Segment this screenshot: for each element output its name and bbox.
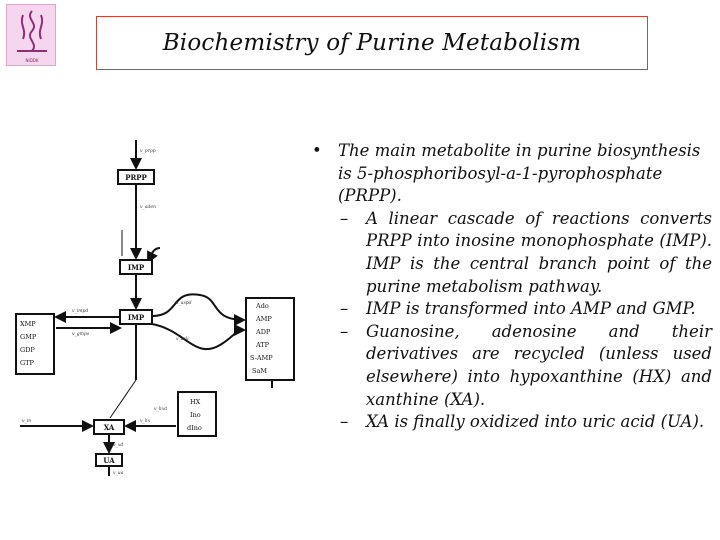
node-gmp: GMP: [20, 333, 37, 341]
flux-label: v_hxd: [154, 406, 167, 412]
university-logo: NIDDK: [6, 4, 56, 66]
dash-icon: –: [340, 208, 349, 228]
flux-label: v_xd: [113, 442, 123, 448]
node-gdp: GDP: [20, 346, 35, 354]
bullet-main: • The main metabolite in purine biosynth…: [312, 140, 712, 208]
sub-bullet-3: – Guanosine, adenosine and their derivat…: [312, 321, 712, 411]
bullet-icon: •: [312, 141, 322, 160]
dash-icon: –: [340, 299, 349, 319]
logo-caption: NIDDK: [25, 58, 39, 63]
node-atp: ATP: [255, 341, 270, 349]
purine-pathway-diagram: PRPP IMP IMP XA UA XMP GMP GDP GTP Ado A…: [15, 140, 295, 476]
text-em: hypoxanthine: [509, 366, 623, 386]
node-samp: S-AMP: [250, 354, 273, 362]
imp-top-label: IMP: [128, 263, 145, 272]
text-run: (: [655, 412, 668, 432]
dash-icon: –: [340, 412, 349, 432]
flux-label: v_ua: [113, 471, 124, 476]
text-run: (XA).: [438, 389, 486, 409]
text-em: uric acid: [582, 412, 656, 432]
dash-icon: –: [340, 321, 349, 341]
text-run: IMP is transformed into AMP and GMP.: [366, 299, 696, 319]
node-amp: AMP: [255, 315, 272, 323]
flux-label: v_asli: [176, 336, 189, 342]
flux-label: v_gmps: [72, 332, 90, 337]
text-run: Guanosine, adenosine and their derivativ…: [366, 321, 712, 386]
slide-body: • The main metabolite in purine biosynth…: [312, 140, 712, 434]
slide-title: Biochemistry of Purine Metabolism: [162, 30, 582, 56]
text-run: A linear cascade of reactions converts P…: [366, 208, 712, 251]
flux-label: v_impd: [72, 308, 88, 314]
text-em: UA: [667, 412, 693, 432]
node-hx: HX: [190, 398, 201, 406]
text-em: xanthine: [366, 389, 439, 409]
prpp-label: PRPP: [125, 173, 147, 182]
text-em: 5-phosphoribosyl-a-1-pyrophosphate: [357, 163, 663, 183]
imp-mid-label: IMP: [128, 313, 145, 322]
node-xmp: XMP: [20, 320, 36, 328]
text-run: (: [653, 231, 666, 251]
text-em: inosine monophosphate: [455, 231, 654, 251]
university-seal-icon: [17, 10, 47, 52]
text-run: (PRPP).: [338, 186, 402, 206]
title-box: Biochemistry of Purine Metabolism: [96, 16, 648, 70]
node-adp: ADP: [255, 328, 271, 336]
sub-bullet-1: – A linear cascade of reactions converts…: [312, 208, 712, 298]
xa-label: XA: [104, 423, 115, 432]
flux-label: v_aspd: [176, 300, 192, 306]
flux-label: v_in: [22, 418, 31, 424]
text-run: The main metabolite in purine biosynthes…: [338, 141, 701, 183]
text-em: IMP: [665, 231, 701, 251]
node-ino: Ino: [190, 411, 201, 419]
node-sam: SaM: [252, 367, 267, 375]
text-run: ). IMP is the central branch point of th…: [366, 231, 713, 296]
sub-bullet-4: – XA is finally oxidized into uric acid …: [312, 411, 712, 434]
node-dino: dIno: [187, 424, 202, 432]
ua-label: UA: [103, 456, 115, 465]
flux-label: v_hx: [140, 418, 151, 424]
sub-bullet-2: – IMP is transformed into AMP and GMP.: [312, 298, 712, 321]
node-gtp: GTP: [20, 359, 35, 367]
text-run: (HX) and: [622, 366, 712, 386]
flux-label: v_prpp: [140, 149, 156, 154]
text-run: ).: [692, 412, 705, 432]
node-ado: Ado: [255, 302, 269, 310]
text-run: XA is finally oxidized into: [366, 412, 583, 432]
flux-label: v_aden: [140, 204, 156, 210]
